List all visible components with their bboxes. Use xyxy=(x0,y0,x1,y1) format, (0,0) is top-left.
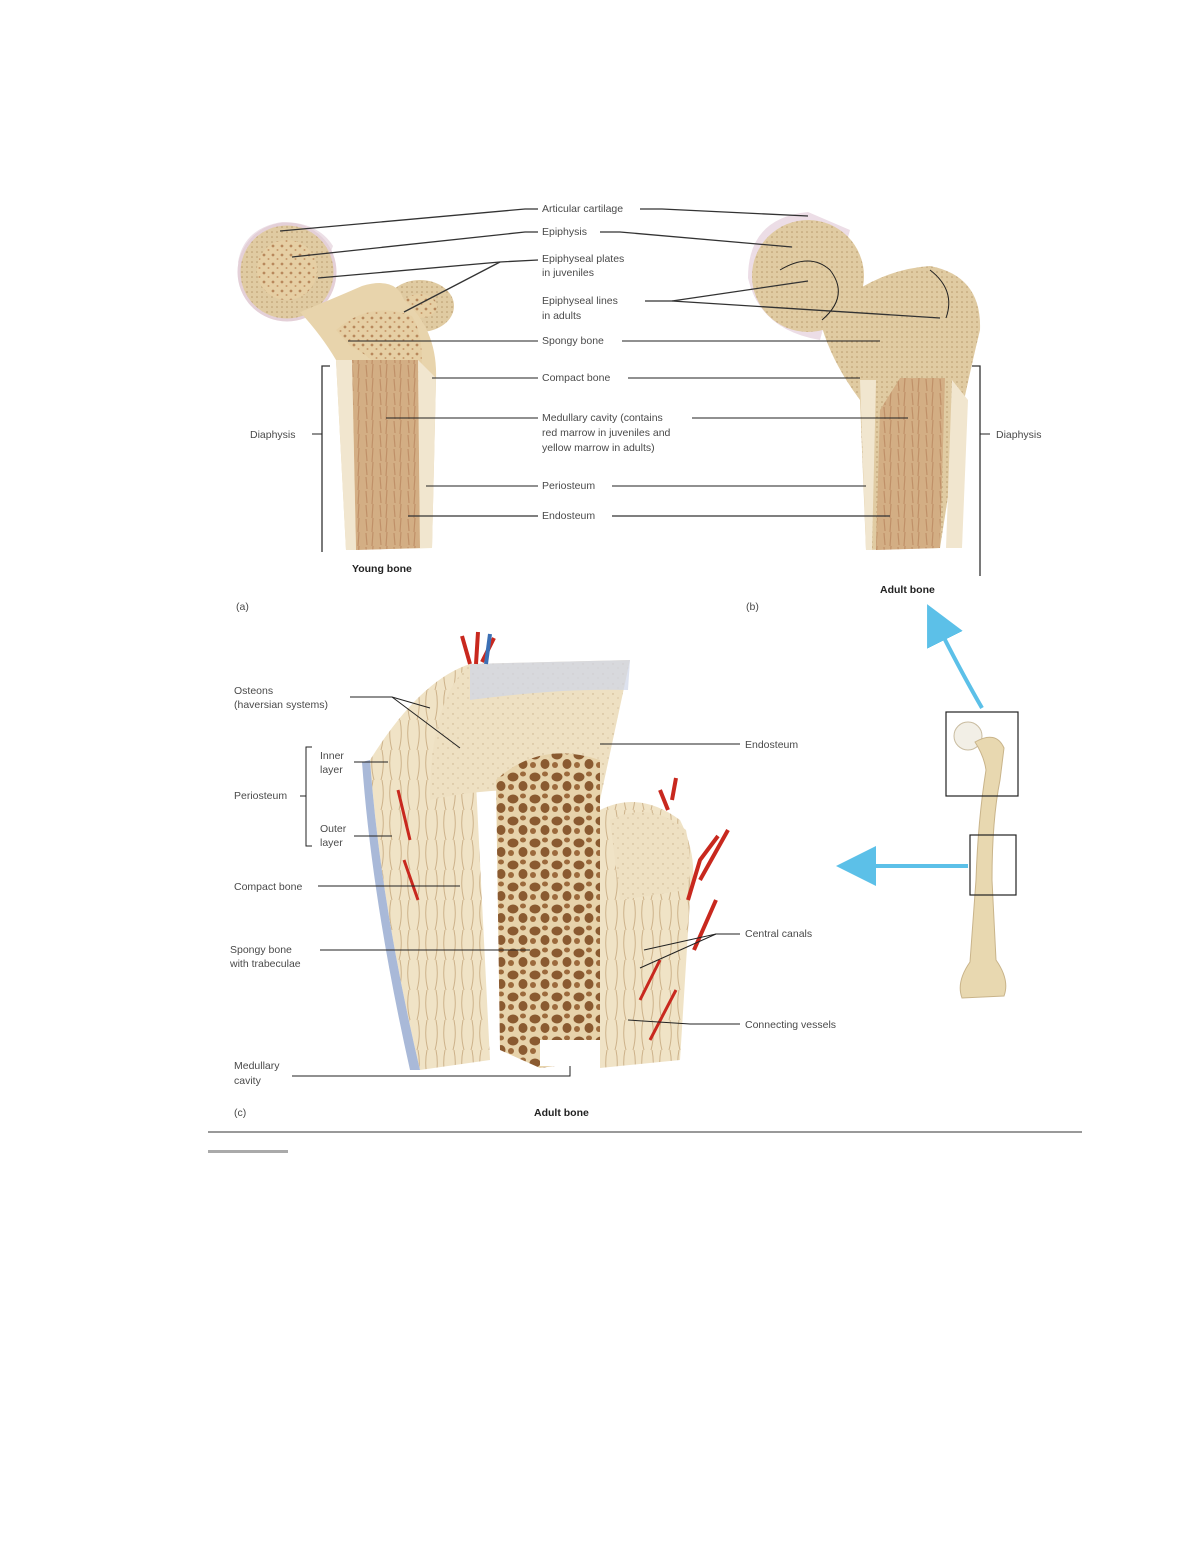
label-osteons-1: Osteons xyxy=(234,685,273,697)
label-endosteum: Endosteum xyxy=(542,510,595,522)
panel-label-a: (a) xyxy=(236,601,249,613)
label-epiphyseal-plates-1: Epiphyseal plates xyxy=(542,253,624,265)
label-inner-layer-2: layer xyxy=(320,764,343,776)
label-compact-bone-c: Compact bone xyxy=(234,881,302,893)
label-compact-bone: Compact bone xyxy=(542,372,610,384)
label-periosteum: Periosteum xyxy=(542,480,595,492)
leader-lines-c xyxy=(292,696,740,1077)
label-epiphyseal-lines-1: Epiphyseal lines xyxy=(542,295,618,307)
label-outer-layer-2: layer xyxy=(320,837,343,849)
label-outer-layer-1: Outer xyxy=(320,823,347,835)
leader-lines-top xyxy=(279,208,990,576)
label-spongy-c-2: with trabeculae xyxy=(229,958,301,970)
label-diaphysis-left: Diaphysis xyxy=(250,429,296,441)
label-inner-layer-1: Inner xyxy=(320,750,344,762)
label-articular-cartilage: Articular cartilage xyxy=(542,203,623,215)
label-epiphysis: Epiphysis xyxy=(542,226,587,238)
femur-thumbnail xyxy=(945,711,1019,999)
label-medullary-c-2: cavity xyxy=(234,1075,262,1087)
label-medullary-1: Medullary cavity (contains xyxy=(542,412,663,424)
young-bone-illustration xyxy=(237,222,454,550)
labels-c: Osteons (haversian systems) Inner layer … xyxy=(229,685,836,1119)
label-epiphyseal-lines-2: in adults xyxy=(542,310,581,322)
clipped-caption-fragment xyxy=(208,1150,288,1153)
adult-bone-illustration xyxy=(748,212,981,550)
caption-adult-bone-c: Adult bone xyxy=(534,1107,589,1119)
bone-wedge-illustration xyxy=(362,631,730,1070)
label-diaphysis-right: Diaphysis xyxy=(996,429,1042,441)
label-osteons-2: (haversian systems) xyxy=(234,699,328,711)
label-periosteum-c: Periosteum xyxy=(234,790,287,802)
label-epiphyseal-plates-2: in juveniles xyxy=(542,267,594,279)
caption-young-bone: Young bone xyxy=(352,563,412,575)
label-connecting-vessels: Connecting vessels xyxy=(745,1019,836,1031)
label-spongy-c-1: Spongy bone xyxy=(230,944,292,956)
labels-top: Articular cartilage Epiphysis Epiphyseal… xyxy=(236,203,1042,613)
label-medullary-2: red marrow in juveniles and xyxy=(542,427,671,439)
panel-label-b: (b) xyxy=(746,601,759,613)
panel-label-c: (c) xyxy=(234,1107,246,1119)
label-medullary-3: yellow marrow in adults) xyxy=(542,442,655,454)
callout-arrows xyxy=(836,604,984,886)
label-endosteum-c: Endosteum xyxy=(745,739,798,751)
label-spongy-bone: Spongy bone xyxy=(542,335,604,347)
caption-adult-bone-b: Adult bone xyxy=(880,584,935,596)
label-central-canals: Central canals xyxy=(745,928,812,940)
label-medullary-c-1: Medullary xyxy=(234,1060,280,1072)
